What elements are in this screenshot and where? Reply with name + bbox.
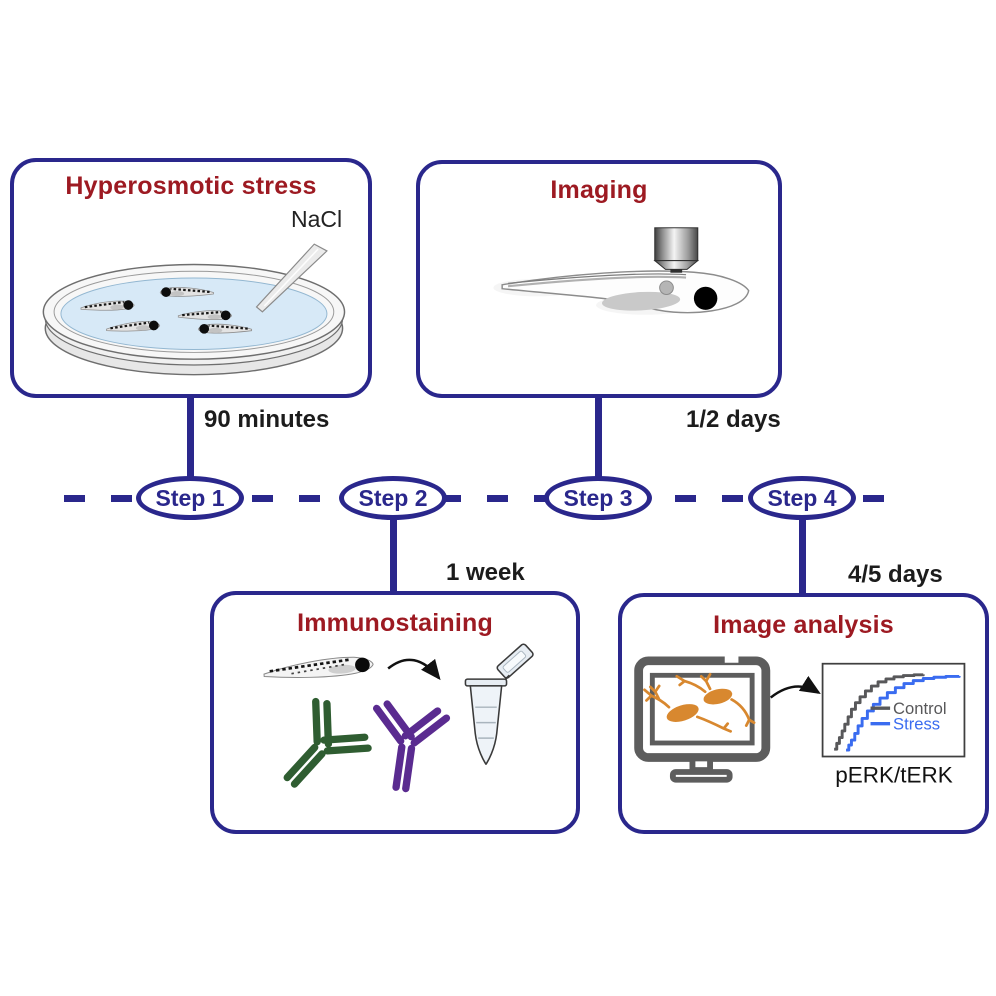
- panel-title-imaging: Imaging: [550, 176, 648, 204]
- duration-step2: 1 week: [446, 559, 525, 586]
- image-analysis-illustration: Control Stress pERK/tERK: [634, 653, 966, 788]
- connector-step1: [187, 396, 194, 480]
- step-4-label: Step 4: [767, 484, 837, 511]
- duration-step3: 1/2 days: [686, 406, 781, 433]
- legend-label-control: Control: [893, 699, 947, 718]
- zebrafish-larva-icon: [493, 270, 750, 315]
- panel-image-analysis: Image analysis: [618, 593, 989, 834]
- legend-label-stress: Stress: [893, 715, 940, 734]
- neuron-icons: [643, 672, 756, 733]
- connector-step3: [595, 396, 602, 480]
- timeline-dashed-line: [64, 495, 910, 502]
- monitor-icon: [634, 653, 771, 783]
- panel-immunostaining: Immunostaining: [210, 591, 580, 834]
- petri-dish-icon: [42, 263, 346, 376]
- panel-title-immunostaining: Immunostaining: [297, 609, 493, 637]
- chart-xlabel: pERK/tERK: [835, 763, 953, 788]
- cdf-chart: Control Stress pERK/tERK: [821, 662, 966, 788]
- tube-cap: [496, 643, 534, 679]
- step-2-badge: Step 2: [339, 476, 447, 520]
- panel-title-hyperosmotic-stress: Hyperosmotic stress: [65, 172, 317, 200]
- microcentrifuge-tube-icon: [464, 643, 534, 766]
- chart-series-control: [834, 673, 925, 751]
- step-1-label: Step 1: [155, 484, 225, 511]
- chart-series-stress: [846, 675, 961, 752]
- transfer-arrow-icon: [769, 675, 821, 699]
- antibody-icon-green: [265, 697, 372, 804]
- connector-step4: [799, 516, 806, 595]
- panel-hyperosmotic-stress: Hyperosmotic stress NaCl: [10, 158, 372, 398]
- hyperosmotic-stress-illustration: [42, 243, 346, 376]
- step-2-label: Step 2: [358, 484, 428, 511]
- immunostaining-illustration: [214, 643, 534, 830]
- transfer-arrow-icon: [387, 658, 441, 681]
- pipette-icon: [255, 243, 328, 313]
- duration-step4: 4/5 days: [848, 561, 943, 588]
- step-1-badge: Step 1: [136, 476, 244, 520]
- step-4-badge: Step 4: [748, 476, 856, 520]
- antibody-icon-purple: [366, 703, 447, 793]
- panel-title-image-analysis: Image analysis: [713, 611, 894, 639]
- chart-curves: [834, 673, 961, 752]
- zebrafish-larva-icon: [263, 656, 374, 678]
- duration-step1: 90 minutes: [204, 406, 330, 433]
- microscope-objective-icon: [653, 227, 700, 273]
- connector-step2: [390, 516, 397, 593]
- nacl-label: NaCl: [291, 206, 343, 232]
- step-3-label: Step 3: [563, 484, 633, 511]
- panel-imaging: Imaging: [416, 160, 782, 398]
- step-3-badge: Step 3: [544, 476, 652, 520]
- imaging-illustration: [493, 227, 750, 315]
